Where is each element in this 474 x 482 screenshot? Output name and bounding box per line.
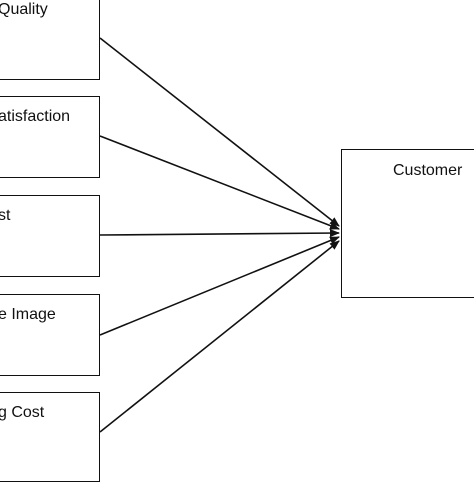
- image-label: e Image: [0, 306, 56, 323]
- image-box: e Image: [0, 294, 100, 376]
- cost-box: st: [0, 195, 100, 277]
- arrow-cost-to-customer: [99, 229, 340, 238]
- customer-label: Customer: [393, 162, 463, 179]
- satisfaction-label: atisfaction: [0, 108, 71, 125]
- customer-box: Customer: [341, 149, 474, 298]
- switching-cost-label: g Cost: [0, 404, 45, 421]
- satisfaction-box: atisfaction: [0, 96, 100, 178]
- arrow-quality-to-customer: [99, 37, 340, 227]
- cost-label: st: [0, 207, 11, 224]
- arrow-image-to-customer: [99, 236, 340, 336]
- arrow-satisfaction-to-customer: [99, 135, 340, 230]
- arrow-switching-to-customer: [99, 240, 340, 433]
- quality-label: Quality: [0, 1, 48, 18]
- switching-cost-box: g Cost: [0, 392, 100, 482]
- quality-box: Quality: [0, 0, 100, 80]
